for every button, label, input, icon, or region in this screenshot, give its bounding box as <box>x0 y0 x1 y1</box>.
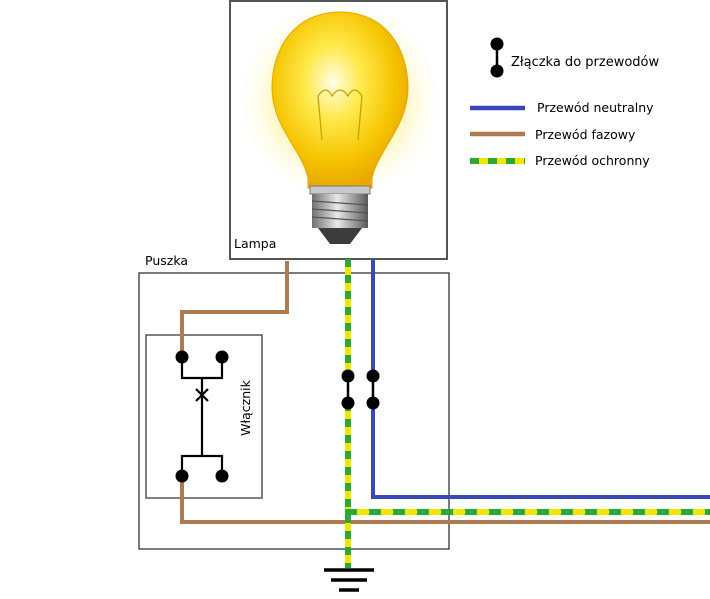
switch-terminal <box>175 469 189 483</box>
legend-neutral-label: Przewód neutralny <box>537 100 654 115</box>
legend-protective-label: Przewód ochronny <box>535 153 650 168</box>
junction-box <box>138 272 450 550</box>
bulb-contact <box>318 228 362 244</box>
bulb-filament-icon <box>317 89 363 141</box>
switch-terminal <box>215 350 229 364</box>
legend: Złączka do przewodów Przewód neutralny P… <box>470 37 659 168</box>
legend-phase-label: Przewód fazowy <box>535 127 636 142</box>
switch-terminal <box>215 469 229 483</box>
ground-icon <box>324 568 374 592</box>
switch-terminal <box>175 350 189 364</box>
connector-legend-icon <box>490 37 504 78</box>
bulb-neck <box>309 185 371 195</box>
connector-protective <box>341 369 355 410</box>
junction-box-label: Puszka <box>145 253 188 268</box>
legend-connector-label: Złączka do przewodów <box>511 55 659 70</box>
switch-box <box>145 334 263 499</box>
connector-neutral <box>366 369 380 410</box>
neutral-wire <box>371 259 710 499</box>
switch-symbol <box>180 357 224 476</box>
switch-label: Włącznik <box>238 379 253 435</box>
phase-wire-out <box>180 476 710 524</box>
phase-wire <box>180 261 289 357</box>
lamp-label: Lampa <box>234 236 276 251</box>
lamp: Lampa <box>229 0 448 260</box>
